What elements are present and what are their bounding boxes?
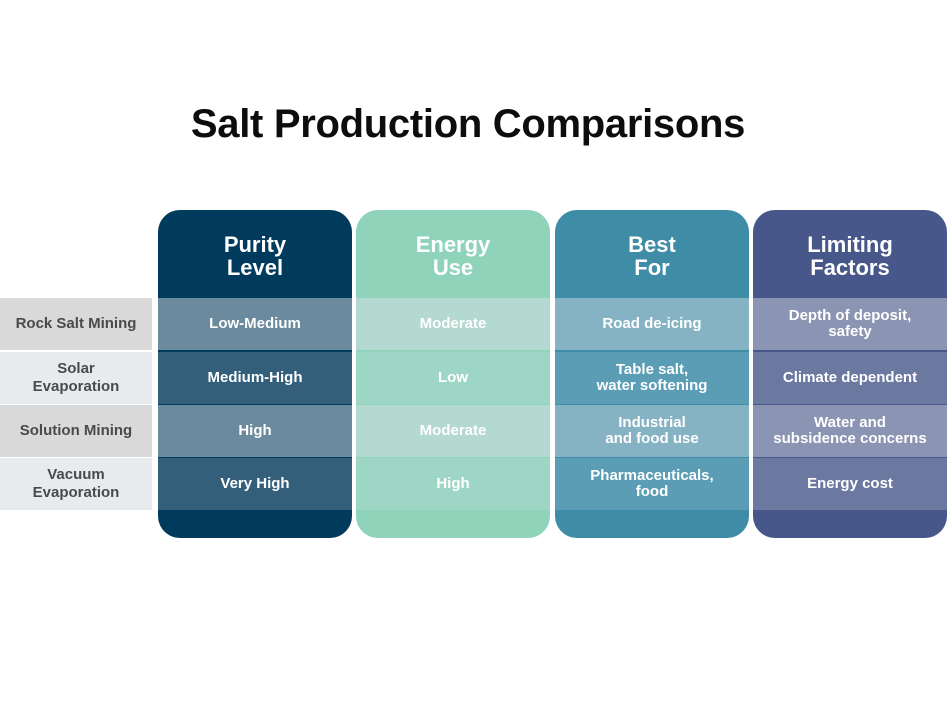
column-header: Energy Use [415,232,491,280]
table-cell: Low [356,352,550,404]
page-title: Salt Production Comparisons [190,102,746,146]
table-cell: Table salt, water softening [555,352,749,404]
table-cell: Energy cost [753,458,947,510]
table-cell: Medium-High [158,352,352,404]
table-cell: High [158,405,352,457]
table-cell: Road de-icing [555,298,749,350]
table-cell: Climate dependent [753,352,947,404]
table-cell: High [356,458,550,510]
table-cell: Low-Medium [158,298,352,350]
column-header: Purity Level [223,232,287,280]
row-label: Vacuum Evaporation [0,458,152,510]
table-cell: Depth of deposit, safety [753,298,947,350]
table-cell: Industrial and food use [555,405,749,457]
table-cell: Pharmaceuticals, food [555,458,749,510]
table-cell: Moderate [356,298,550,350]
column-header: Limiting Factors [807,232,893,280]
row-label: Rock Salt Mining [0,298,152,350]
row-label: Solar Evaporation [0,352,152,404]
table-cell: Very High [158,458,352,510]
table-cell: Water and subsidence concerns [753,405,947,457]
table-cell: Moderate [356,405,550,457]
row-label: Solution Mining [0,405,152,457]
column-header: Best For [628,232,676,280]
